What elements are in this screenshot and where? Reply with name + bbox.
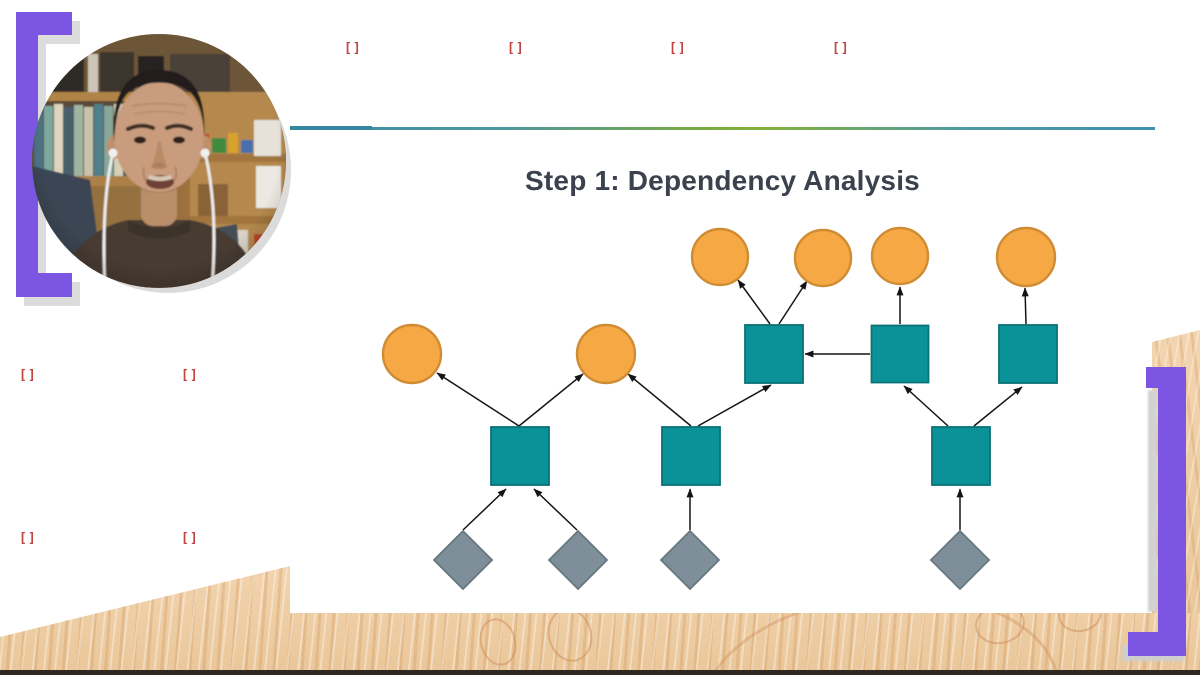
diagram-node-circle-5 [870,226,930,286]
right-bracket-top-arm [1146,367,1186,388]
diagram-node-square-1 [490,426,550,486]
right-bracket-bottom-arm [1128,632,1186,656]
right-bracket-shadow [1148,390,1157,612]
diagram-node-square-5 [998,324,1058,384]
dependency-edge [462,488,507,531]
dependency-edge [1021,287,1029,325]
dependency-edge [697,384,772,427]
template-placeholder-marker: [] [181,531,199,546]
dependency-edge [778,280,808,325]
slide-accent-line [290,127,1155,130]
dependency-edge [627,373,692,427]
left-bracket [16,12,72,297]
dependency-edge [518,373,584,427]
diagram-node-square-2 [661,426,721,486]
diagram-node-circle-6 [995,226,1057,288]
template-placeholder-marker: [] [19,368,37,383]
dependency-edge [533,488,578,531]
diagram-node-diamond-3 [659,529,721,591]
slide-canvas [290,0,1155,613]
diagram-node-square-6 [931,426,991,486]
slide-title: Step 1: Dependency Analysis [525,165,920,196]
webcam-overlay [32,34,286,288]
template-placeholder-marker: [] [832,41,850,56]
diagram-node-diamond-2 [547,529,609,591]
dependency-edge [436,372,520,427]
presenter-avatar [32,34,286,288]
dependency-edge [973,386,1023,427]
template-placeholder-marker: [] [181,368,199,383]
diagram-node-circle-1 [381,323,443,385]
diagram-node-circle-4 [793,228,853,288]
desk-front-edge [0,670,1200,675]
wood-knot-ring [474,614,522,670]
dependency-edge [903,385,949,427]
diagram-node-diamond-1 [432,529,494,591]
template-placeholder-marker: [] [344,41,362,56]
right-bracket-bar [1158,367,1186,656]
diagram-node-square-4 [870,324,930,384]
diagram-node-diamond-4 [929,529,991,591]
template-placeholder-marker: [] [507,41,525,56]
diagram-node-circle-3 [690,227,750,287]
diagram-node-square-3 [744,324,804,384]
dependency-edge [737,279,771,325]
diagram-node-circle-2 [575,323,637,385]
slide-accent-line-left-segment [290,126,372,130]
template-placeholder-marker: [] [19,531,37,546]
template-placeholder-marker: [] [669,41,687,56]
